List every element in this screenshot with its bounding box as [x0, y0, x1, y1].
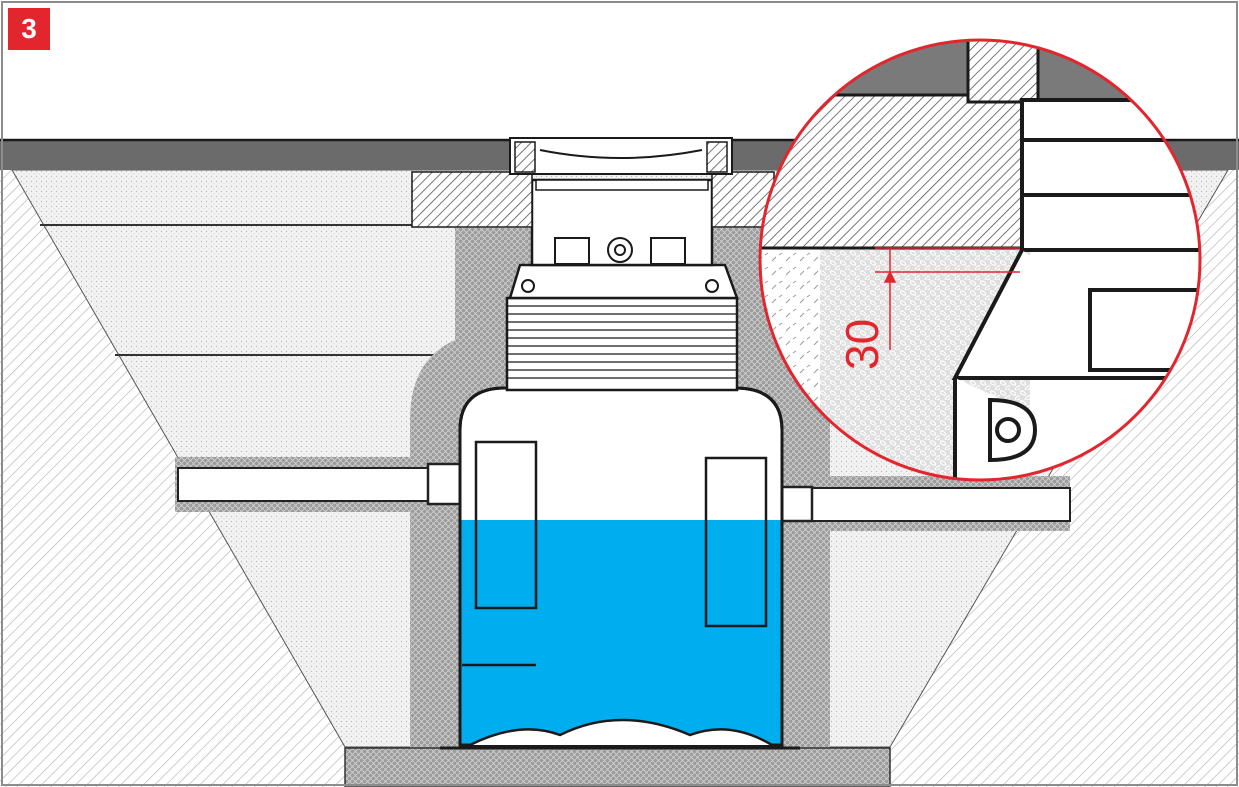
dimension-marker — [875, 247, 1020, 350]
inlet-pipe — [175, 457, 486, 512]
step-number-badge: 3 — [8, 8, 50, 50]
detail-magnifier — [760, 40, 1200, 480]
tank — [440, 386, 800, 750]
detail-magnifier-ring — [758, 38, 1202, 482]
dimension-label: 30 — [836, 319, 888, 370]
concrete-collar-left — [411, 171, 533, 228]
manhole-cover — [509, 137, 733, 175]
outlet-pipe — [754, 476, 1071, 531]
gravel-bed — [344, 747, 891, 787]
water-fill — [461, 520, 781, 745]
tank-riser — [505, 178, 739, 392]
